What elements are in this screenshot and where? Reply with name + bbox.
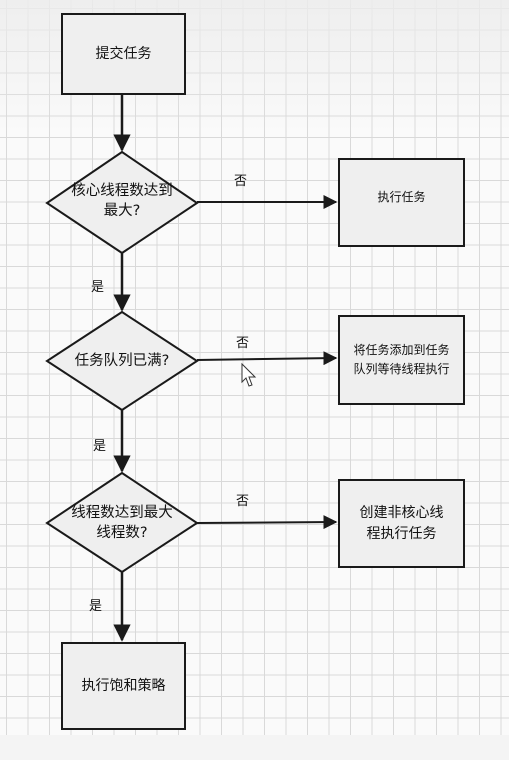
core-question-text: 核心线程数达到 最大? [52, 178, 192, 224]
edge-label-yes-queue: 是 [93, 439, 107, 454]
edge-label-no-queue: 否 [236, 336, 250, 351]
node-create-noncore-thread: 创建非核心线 程执行任务 [338, 479, 465, 568]
node-enqueue-task: 将任务添加到任务 队列等待线程执行 [338, 315, 465, 405]
edge-label-yes-max: 是 [89, 599, 103, 614]
run-task-label: 执行任务 [377, 190, 426, 204]
enqueue-label-line2: 队列等待线程执行 [353, 362, 450, 376]
core-question-line1: 核心线程数达到 [71, 183, 173, 199]
queue-question-text: 任务队列已满? [52, 350, 192, 372]
arrow-max-to-create [196, 515, 338, 530]
enqueue-label-line1: 将任务添加到任务 [353, 343, 450, 357]
max-question-text: 线程数达到最大 线程数? [52, 500, 192, 546]
start-node-submit-task: 提交任务 [61, 13, 186, 95]
create-label-line2: 程执行任务 [366, 525, 437, 542]
create-label-line1: 创建非核心线 [359, 504, 444, 521]
max-question-line2: 线程数? [96, 525, 148, 541]
submit-label: 提交任务 [95, 45, 152, 62]
end-node-saturation-policy: 执行饱和策略 [61, 642, 186, 730]
arrow-queue-to-enqueue [196, 351, 338, 366]
reject-label: 执行饱和策略 [81, 677, 166, 694]
queue-question-line: 任务队列已满? [74, 353, 170, 369]
mouse-cursor-icon [241, 362, 257, 387]
edge-label-no-core: 否 [234, 174, 248, 189]
core-question-line2: 最大? [103, 203, 141, 219]
edge-label-no-max: 否 [236, 494, 250, 509]
max-question-line1: 线程数达到最大 [71, 505, 173, 521]
node-run-task: 执行任务 [338, 158, 465, 247]
edge-label-yes-core: 是 [91, 280, 105, 295]
